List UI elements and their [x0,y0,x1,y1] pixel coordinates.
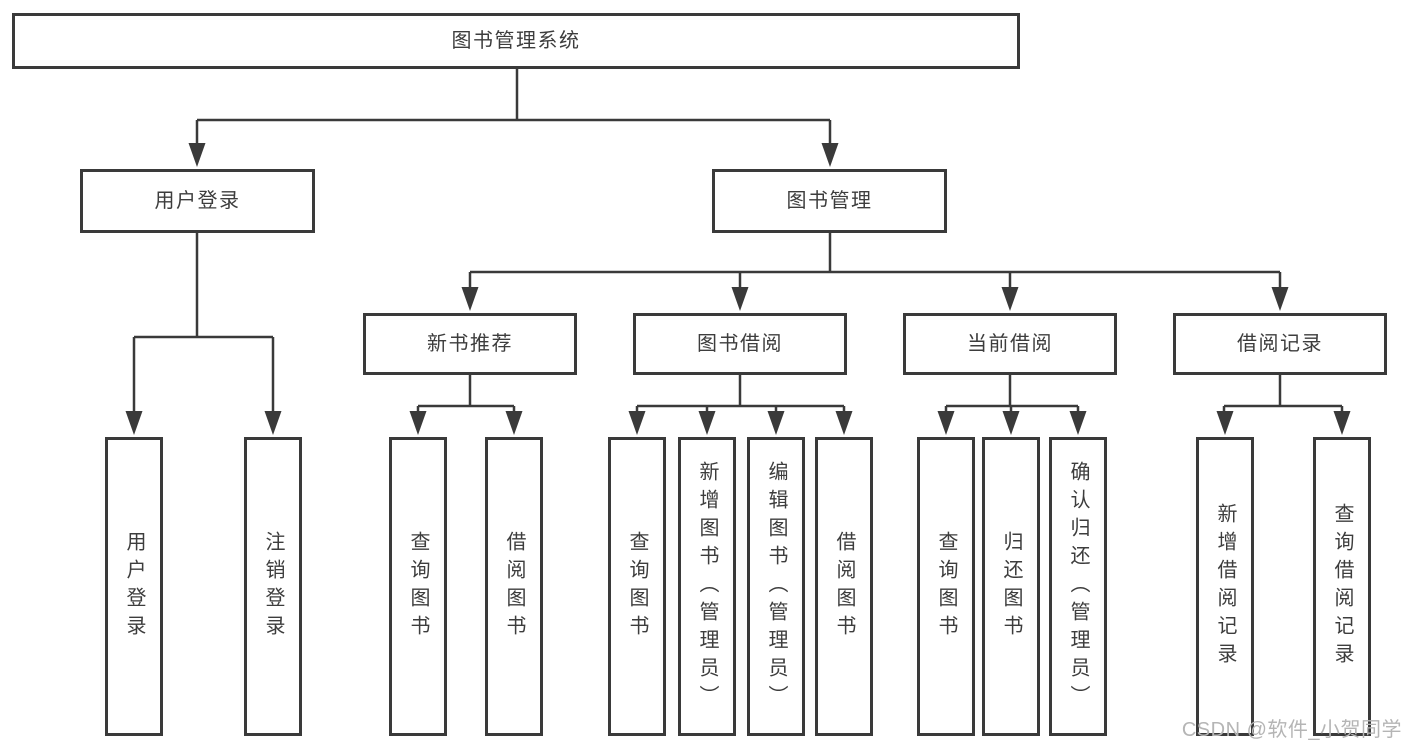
node-new-book-recommend-label: 新书推荐 [427,333,513,355]
leaf-query-books-recommend: 查询图书 [389,437,447,736]
node-borrowing-records: 借阅记录 [1173,313,1387,375]
node-user-login: 用户登录 [80,169,315,233]
node-book-management: 图书管理 [712,169,947,233]
node-root-label: 图书管理系统 [451,30,581,52]
leaf-logout-label: 注销登录 [262,530,284,643]
leaf-query-borrow-record-label: 查询借阅记录 [1331,502,1353,671]
node-new-book-recommend: 新书推荐 [363,313,577,375]
node-current-borrowing-label: 当前借阅 [967,333,1053,355]
leaf-borrow-books-borrowing-label: 借阅图书 [833,530,855,643]
watermark: CSDN @软件_小贺同学 [1181,719,1402,741]
leaf-confirm-return-admin: 确认归还（管理员） [1049,437,1107,736]
node-current-borrowing: 当前借阅 [903,313,1117,375]
leaf-borrow-books-recommend: 借阅图书 [485,437,543,736]
leaf-borrow-books-recommend-label: 借阅图书 [503,530,525,643]
leaf-query-books-current: 查询图书 [917,437,975,736]
leaf-edit-book-admin-label: 编辑图书（管理员） [765,460,787,713]
node-book-management-label: 图书管理 [786,190,873,212]
leaf-query-books-borrowing-label: 查询图书 [626,530,648,643]
leaf-confirm-return-admin-label: 确认归还（管理员） [1067,460,1089,713]
leaf-user-login: 用户登录 [105,437,163,736]
node-borrowing-records-label: 借阅记录 [1237,333,1323,355]
leaf-add-book-admin: 新增图书（管理员） [678,437,736,736]
leaf-user-login-label: 用户登录 [123,530,145,643]
leaf-borrow-books-borrowing: 借阅图书 [815,437,873,736]
leaf-query-books-borrowing: 查询图书 [608,437,666,736]
node-root: 图书管理系统 [12,13,1020,69]
leaf-query-books-current-label: 查询图书 [935,530,957,643]
leaf-logout: 注销登录 [244,437,302,736]
node-book-borrowing-label: 图书借阅 [697,333,783,355]
leaf-add-borrow-record: 新增借阅记录 [1196,437,1254,736]
leaf-edit-book-admin: 编辑图书（管理员） [747,437,805,736]
leaf-add-borrow-record-label: 新增借阅记录 [1214,502,1236,671]
leaf-return-books: 归还图书 [982,437,1040,736]
leaf-query-books-recommend-label: 查询图书 [407,530,429,643]
leaf-return-books-label: 归还图书 [1000,530,1022,643]
node-user-login-label: 用户登录 [154,190,241,212]
leaf-query-borrow-record: 查询借阅记录 [1313,437,1371,736]
leaf-add-book-admin-label: 新增图书（管理员） [696,460,718,713]
arrowheads [125,143,1351,435]
node-book-borrowing: 图书借阅 [633,313,847,375]
